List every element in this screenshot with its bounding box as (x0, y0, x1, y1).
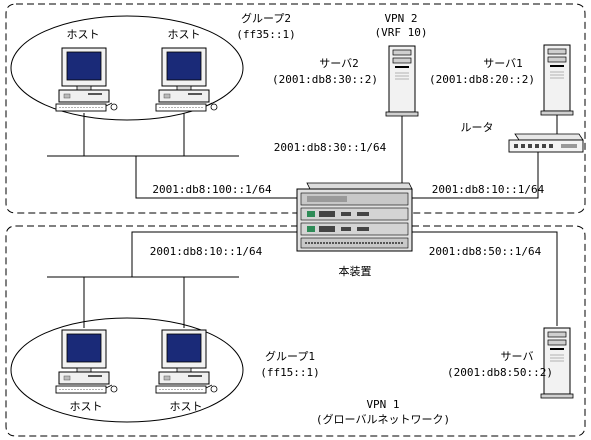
server-name: サーバ (500, 350, 534, 363)
link-label-group1-lan: 2001:db8:10::1/64 (149, 245, 263, 258)
host-label: ホスト (167, 28, 201, 41)
device-label: 本装置 (338, 265, 372, 278)
server2-address: (2001:db8:30::2) (272, 73, 378, 86)
server2-tower-icon (385, 45, 419, 117)
group1-address: (ff15::1) (260, 366, 320, 379)
group1-name: グループ1 (265, 350, 315, 363)
server1-address: (2001:db8:20::2) (429, 73, 535, 86)
vpn1-title: VPN 1 (366, 398, 400, 411)
group1-ellipse (10, 317, 244, 423)
core-switch-icon (296, 182, 413, 252)
server-tower-icon (540, 327, 574, 399)
host-label: ホスト (69, 400, 103, 413)
host-pc-icon (155, 47, 218, 112)
network-links (47, 113, 558, 328)
host-label: ホスト (66, 28, 100, 41)
host-pc-icon (55, 329, 118, 394)
vpn2-vrf: (VRF 10) (374, 26, 428, 39)
server2-name: サーバ2 (319, 57, 359, 70)
group2-ellipse (10, 15, 244, 121)
link-label-group2-lan: 2001:db8:100::1/64 (152, 183, 272, 196)
vpn2-title: VPN 2 (384, 12, 418, 25)
group2-name: グループ2 (241, 12, 291, 25)
link-label-router: 2001:db8:10::1/64 (431, 183, 545, 196)
server1-name: サーバ1 (483, 57, 523, 70)
host-pc-icon (55, 47, 118, 112)
link-label-vpn1-server: 2001:db8:50::1/64 (428, 245, 542, 258)
server1-tower-icon (540, 44, 574, 116)
vpn1-subtitle: (グローバルネットワーク) (315, 413, 451, 426)
server-address: (2001:db8:50::2) (447, 366, 553, 379)
group2-address: (ff35::1) (236, 28, 296, 41)
vpn1-region (5, 225, 586, 437)
router-label: ルータ (460, 121, 494, 134)
router-icon (508, 133, 584, 153)
host-label: ホスト (169, 400, 203, 413)
host-pc-icon (155, 329, 218, 394)
link-label-vpn2-server2: 2001:db8:30::1/64 (273, 141, 387, 154)
